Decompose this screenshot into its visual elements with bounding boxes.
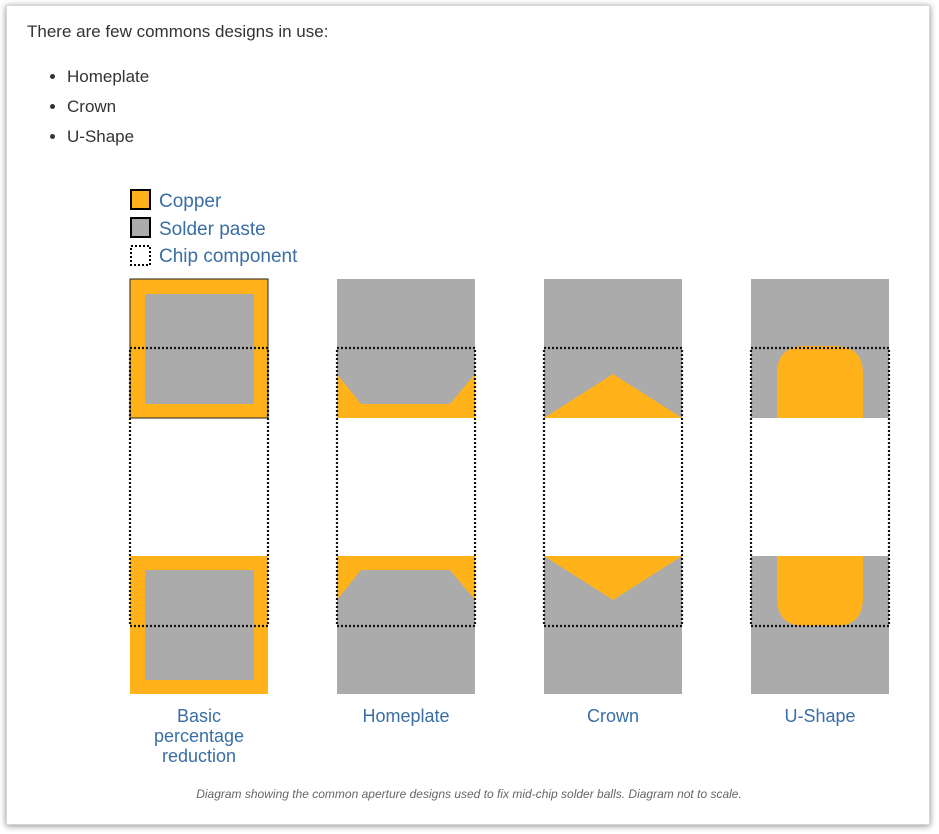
legend: Copper Solder paste Chip component xyxy=(130,189,298,267)
legend-solder-swatch xyxy=(130,217,151,238)
design-list: Homeplate Crown U-Shape xyxy=(49,66,149,156)
pad-labels: Basic percentage reduction Homeplate Cro… xyxy=(154,706,856,766)
list-item-ushape: U-Shape xyxy=(67,126,149,156)
label-basic-line1: Basic xyxy=(177,706,221,726)
ushape-bottom-copper xyxy=(777,556,863,626)
crown-top-copper xyxy=(544,374,682,418)
legend-copper-swatch xyxy=(130,189,151,210)
legend-solder-label: Solder paste xyxy=(159,219,266,240)
crown-chip-outline xyxy=(542,346,684,628)
crown-bottom-copper xyxy=(544,556,682,600)
label-crown: Crown xyxy=(587,706,639,726)
content-panel: There are few commons designs in use: Ho… xyxy=(6,5,930,825)
legend-copper-label: Copper xyxy=(159,191,222,212)
aperture-diagram: Copper Solder paste Chip component xyxy=(128,189,891,766)
ushape-chip-outline xyxy=(749,346,891,628)
ushape-top-copper xyxy=(777,346,863,418)
diagram-caption: Diagram showing the common aperture desi… xyxy=(196,787,742,801)
label-basic-line2: percentage xyxy=(154,726,244,746)
homeplate-top-copper xyxy=(337,374,475,418)
legend-chip-label: Chip component xyxy=(159,246,298,267)
label-homeplate: Homeplate xyxy=(362,706,449,726)
pad-crown xyxy=(542,279,684,694)
homeplate-bottom-copper xyxy=(337,556,475,600)
intro-text: There are few commons designs in use: xyxy=(27,22,329,41)
label-ushape: U-Shape xyxy=(784,706,855,726)
pad-ushape xyxy=(749,279,891,694)
pad-homeplate xyxy=(335,279,477,694)
pad-basic xyxy=(128,278,270,694)
label-basic-line3: reduction xyxy=(162,746,236,766)
basic-chip-outline xyxy=(128,346,270,628)
legend-chip-swatch xyxy=(130,245,151,266)
list-item-homeplate: Homeplate xyxy=(67,66,149,96)
homeplate-chip-outline xyxy=(335,346,477,628)
list-item-crown: Crown xyxy=(67,96,149,126)
